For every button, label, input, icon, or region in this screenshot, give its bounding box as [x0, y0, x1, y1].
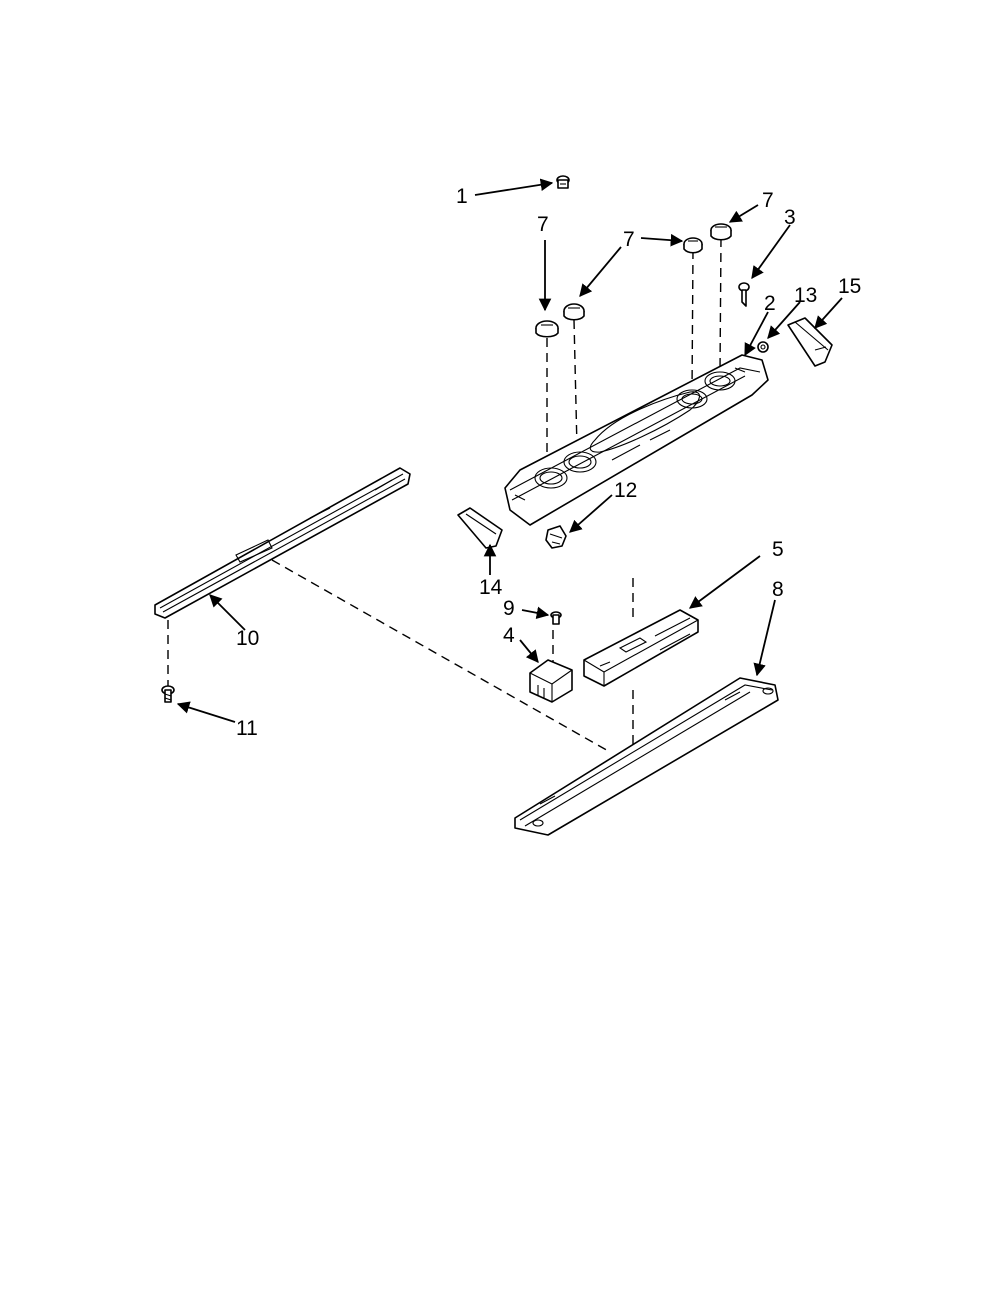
clip-part	[457, 507, 503, 549]
callout-11: 11	[236, 717, 258, 740]
relay-module-part	[529, 659, 573, 703]
callout-labels: 1 2 3 4 5 7 7 7 7 8 9 10 11 12 13 14 15	[236, 185, 861, 740]
callout-4: 4	[503, 624, 515, 647]
callout-15: 15	[838, 275, 861, 298]
callout-9: 9	[503, 597, 515, 620]
callout-7b: 7	[623, 228, 635, 251]
assembly-lines	[167, 237, 722, 753]
screw-part	[738, 282, 750, 307]
callout-8: 8	[772, 578, 784, 601]
knob-3	[683, 237, 703, 254]
callout-10: 10	[236, 627, 259, 650]
callout-7c: 7	[762, 189, 774, 212]
leader-arrows	[176, 178, 843, 723]
callout-2: 2	[764, 292, 776, 315]
switch-part	[545, 525, 567, 549]
callout-5: 5	[772, 538, 784, 561]
knob-4	[710, 223, 732, 241]
bracket-part	[787, 317, 833, 367]
control-board-part	[583, 609, 699, 687]
knob-1	[535, 320, 559, 338]
rail-screw-part	[161, 685, 175, 703]
small-screw-part	[550, 611, 562, 625]
callout-12: 12	[614, 479, 637, 502]
callout-1: 1	[456, 185, 468, 208]
callout-7a: 7	[537, 213, 549, 236]
nut-part	[757, 341, 769, 353]
knob-2	[563, 303, 585, 321]
button-part	[556, 175, 570, 189]
callout-14: 14	[479, 576, 503, 599]
mounting-bar-part	[514, 677, 779, 836]
support-rail-part	[154, 467, 411, 619]
knob-parts	[535, 223, 732, 338]
callout-3: 3	[784, 206, 796, 229]
callout-13: 13	[794, 284, 817, 307]
control-panel-part	[504, 354, 769, 526]
